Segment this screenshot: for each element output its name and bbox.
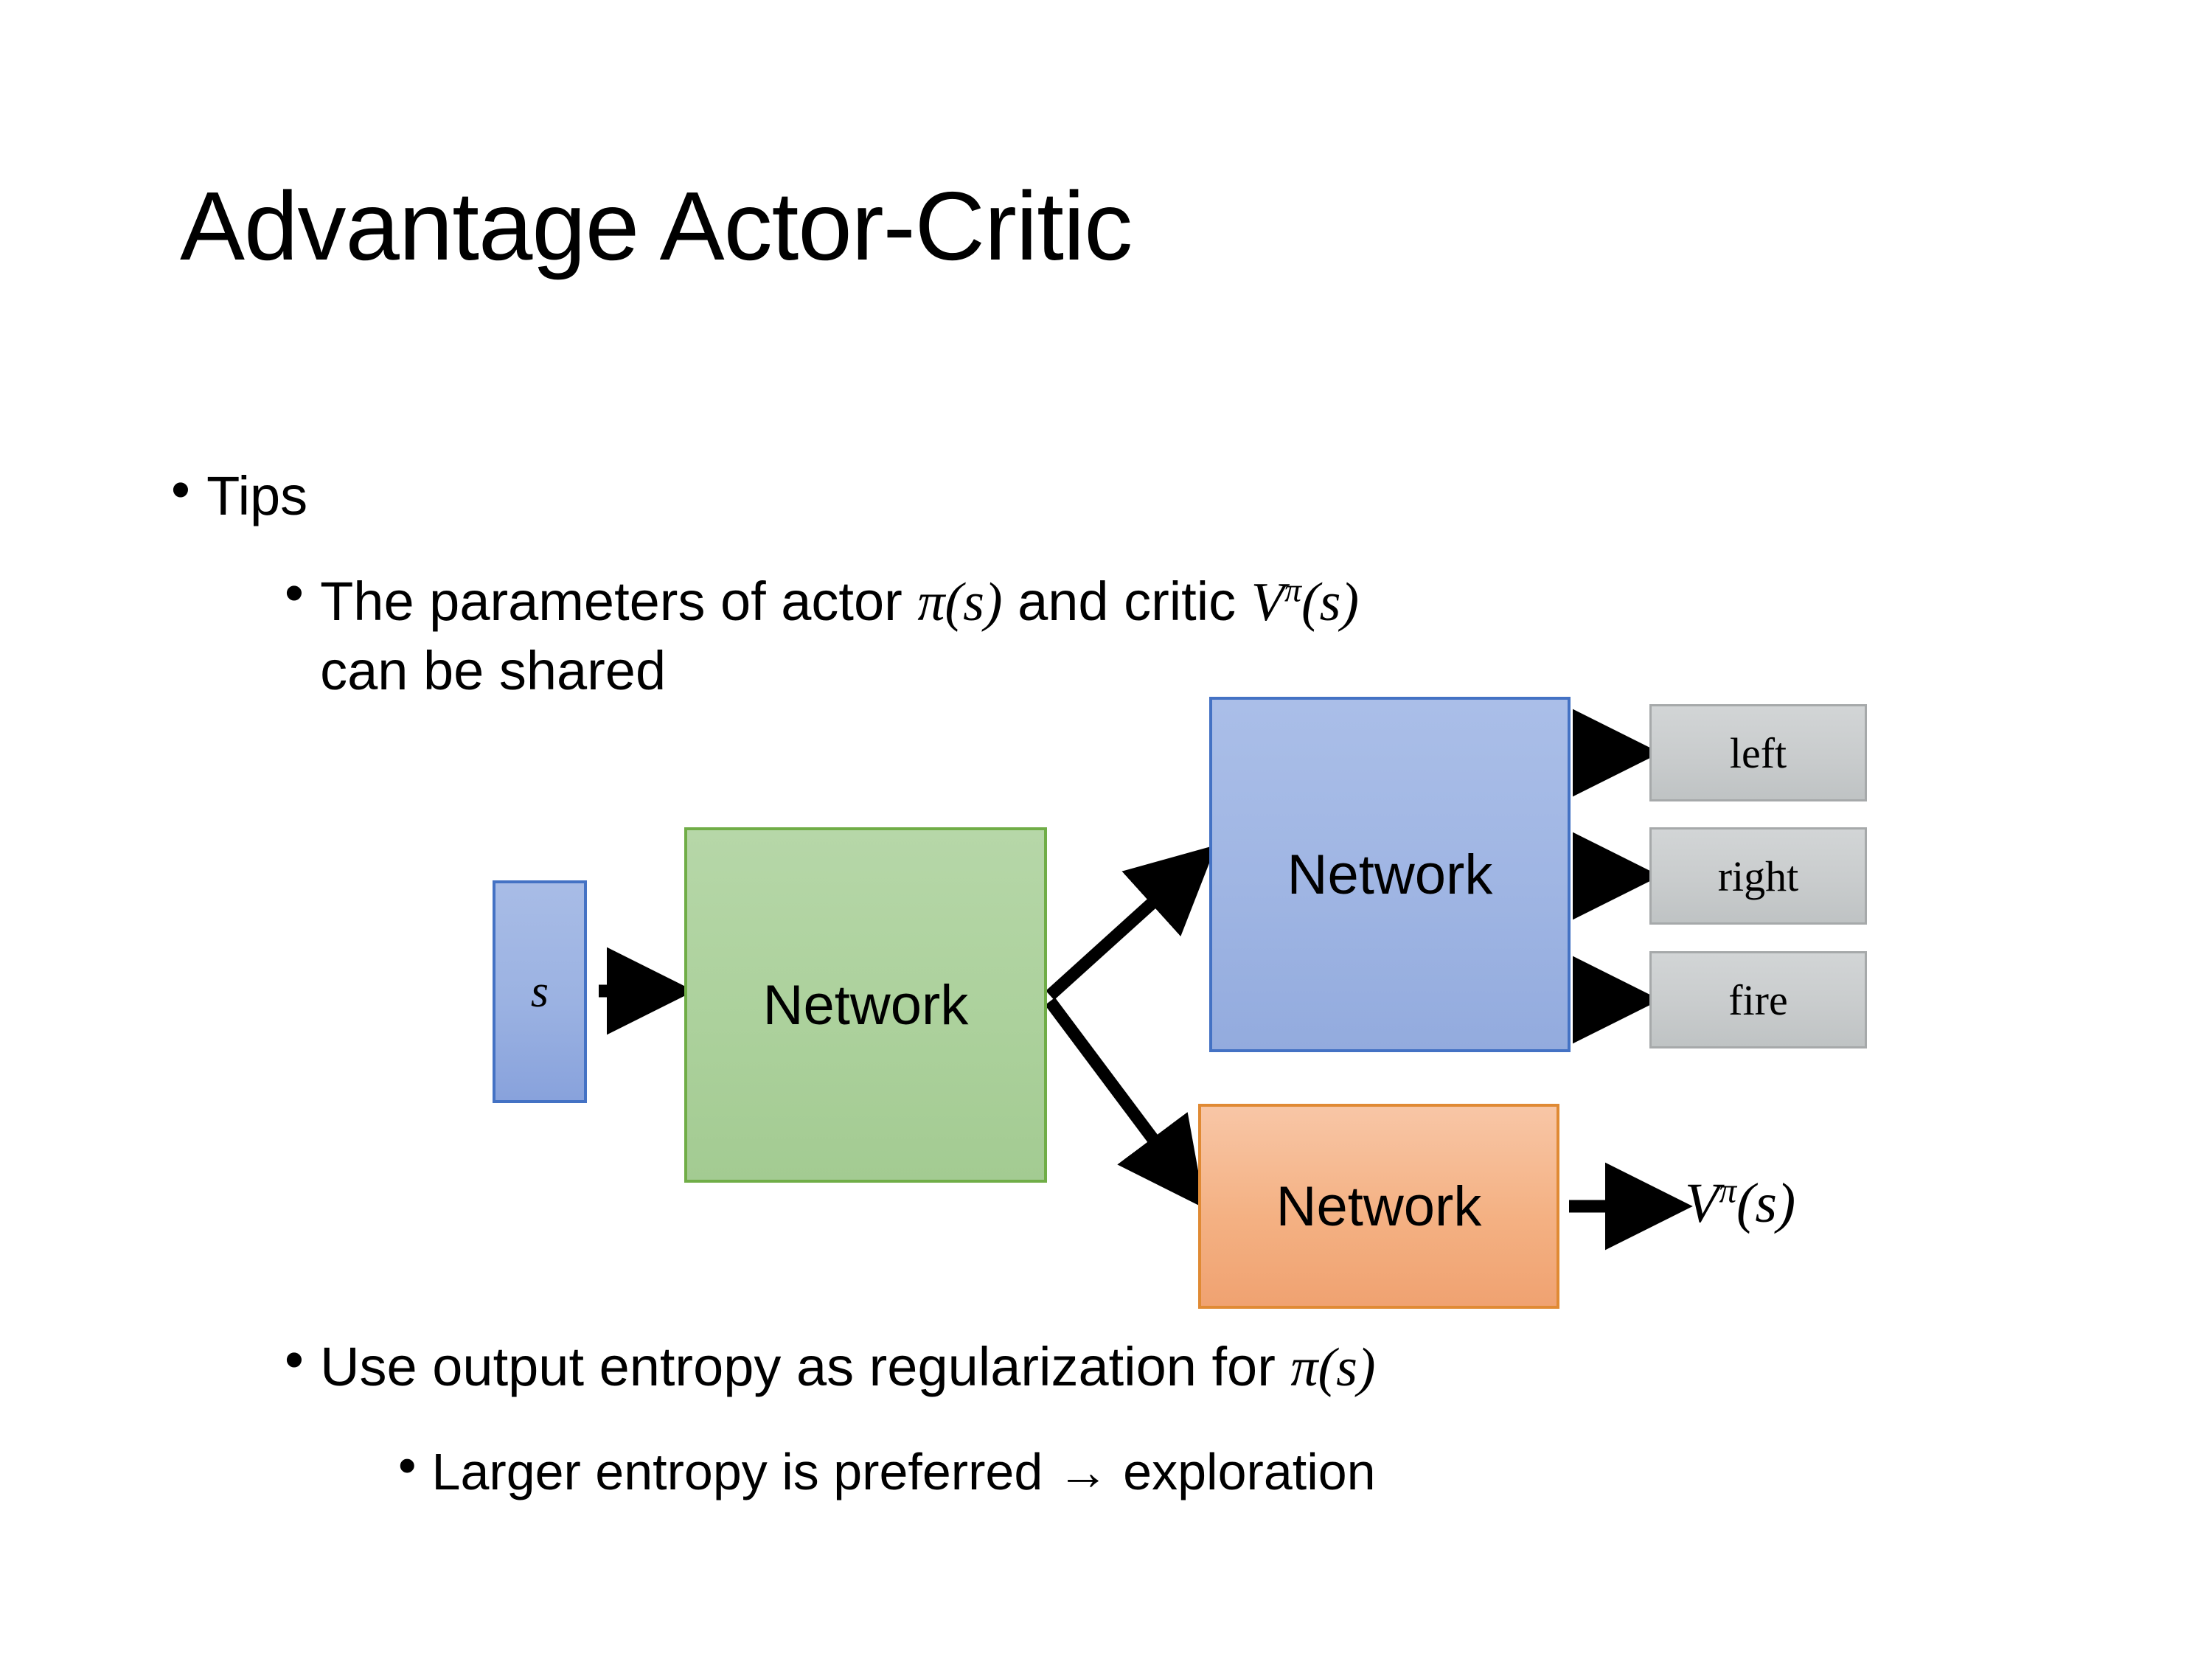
critic-value-output-label: Vπ(s) (1685, 1171, 1795, 1236)
bullet-marker-icon: • (398, 1436, 417, 1495)
state-node-label: s (530, 966, 549, 1017)
actor-network-label: Network (1287, 843, 1493, 906)
critic-output-V: V (1685, 1172, 1719, 1234)
action-output-fire[interactable]: fire (1649, 951, 1867, 1048)
page-title: Advantage Actor-Critic (180, 172, 1133, 280)
critic-output-superscript: π (1719, 1172, 1737, 1211)
shared-text-after: can be shared (320, 639, 667, 701)
action-output-label: fire (1728, 975, 1788, 1024)
bullet-entropy-regularization: • Use output entropy as regularization f… (285, 1329, 1376, 1400)
bullet-tips: • Tips (171, 459, 308, 528)
critic-V-symbol: V (1251, 572, 1284, 633)
state-input-node[interactable]: s (493, 880, 587, 1103)
bullet-larger-label: Larger entropy is preferred → exploratio… (431, 1443, 1376, 1500)
critic-network-node[interactable]: Network (1198, 1104, 1559, 1309)
policy-pi-of-s: π(s) (917, 572, 1003, 633)
critic-network-label: Network (1276, 1175, 1482, 1238)
bullet-shared-parameters: • The parameters of actor π(s) and criti… (285, 562, 2069, 705)
action-output-label: right (1717, 852, 1799, 900)
shared-text-between: and critic (1002, 571, 1251, 632)
arrow-shared-to-critic (1045, 997, 1206, 1209)
actor-network-node[interactable]: Network (1209, 697, 1571, 1052)
bullet-tips-label: Tips (206, 465, 308, 526)
bullet-entropy-text: Use output entropy as regularization for… (320, 1335, 1375, 1400)
action-output-right[interactable]: right (1649, 827, 1867, 925)
bullet-larger-entropy: • Larger entropy is preferred → explorat… (398, 1436, 1376, 1503)
bullet-marker-icon: • (285, 1329, 304, 1391)
bullet-marker-icon: • (171, 459, 190, 521)
bullet-marker-icon: • (285, 562, 304, 624)
arrow-shared-to-actor (1046, 845, 1217, 1001)
shared-text-before: The parameters of actor (320, 571, 918, 632)
entropy-text-before: Use output entropy as regularization for (320, 1336, 1291, 1397)
shared-network-label: Network (762, 973, 969, 1037)
critic-output-argument: (s) (1736, 1172, 1796, 1234)
entropy-pi-of-s: π(s) (1290, 1338, 1376, 1398)
critic-pi-superscript: π (1284, 571, 1301, 609)
critic-argument: (s) (1301, 572, 1360, 633)
action-output-left[interactable]: left (1649, 704, 1867, 801)
shared-network-node[interactable]: Network (684, 827, 1047, 1183)
action-output-label: left (1729, 728, 1787, 777)
bullet-shared-text: The parameters of actor π(s) and critic … (320, 568, 2069, 705)
